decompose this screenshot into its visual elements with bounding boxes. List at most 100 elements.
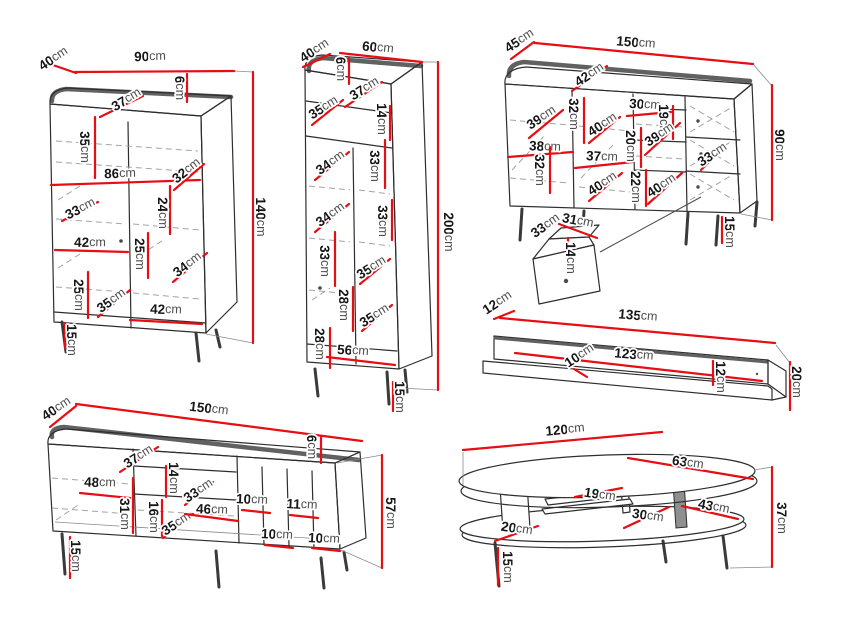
- dim-line-tv-stand-10cm: [310, 546, 342, 553]
- dim-label-display-cabinet-35cm: 35cm: [78, 131, 93, 163]
- dim-line-display-cabinet-33cm: [60, 200, 100, 223]
- dim-label-display-cabinet-6cm: 6cm: [173, 76, 188, 100]
- dim-label-coffee-table-37cm: 37cm: [775, 502, 790, 534]
- dim-label-tv-stand-40cm: 40cm: [39, 393, 74, 423]
- dim-label-display-cabinet-25cm: 25cm: [72, 279, 87, 311]
- dim-line-display-cabinet-42cm: [53, 248, 130, 254]
- dim-label-sideboard-37cm: 37cm: [586, 148, 618, 165]
- dim-label-sideboard-150cm: 150cm: [616, 33, 656, 51]
- dim-label-sideboard-32cm: 32cm: [533, 154, 548, 186]
- dim-line-display-cabinet-37cm: [98, 94, 145, 119]
- dim-line-tall-cabinet-35cm: [358, 257, 392, 286]
- display-cabinet-outline: [49, 70, 254, 363]
- dim-label-coffee-table-19cm: 19cm: [583, 484, 617, 504]
- dim-label-tv-stand-11cm: 11cm: [286, 496, 318, 513]
- dim-line-tall-cabinet-34cm: [313, 150, 351, 182]
- dim-line-tv-stand-10cm: [240, 508, 272, 515]
- dim-line-display-cabinet-34cm: [171, 251, 209, 284]
- dim-label-tall-cabinet-34cm: 34cm: [313, 199, 348, 229]
- dim-label-tall-cabinet-33cm: 33cm: [376, 205, 391, 237]
- dim-label-sideboard-40cm: 40cm: [585, 109, 620, 139]
- dim-line-sideboard-37cm: [573, 160, 635, 170]
- dim-line-sideboard-30cm: [625, 110, 673, 118]
- dim-line-tall-cabinet-37cm: [343, 80, 384, 109]
- dim-line-sideboard-38cm: [506, 150, 575, 159]
- dim-line-wall-shelf-135cm: [498, 316, 777, 345]
- dim-label-tall-cabinet-200cm: 200cm: [442, 212, 457, 251]
- dim-line-display-cabinet-86cm: [49, 178, 202, 187]
- dim-label-tall-cabinet-28cm: 28cm: [337, 289, 352, 321]
- dim-label-display-cabinet-15cm: 15cm: [65, 324, 80, 356]
- dim-line-tv-stand-11cm: [288, 513, 320, 520]
- dim-label-display-cabinet-90cm: 90cm: [134, 48, 166, 64]
- dim-label-tv-stand-6cm: 6cm: [305, 435, 320, 459]
- dim-label-tv-stand-57cm: 57cm: [384, 497, 399, 529]
- dim-label-display-cabinet-35cm: 35cm: [94, 285, 129, 315]
- dim-label-wall-shelf-135cm: 135cm: [618, 306, 658, 324]
- dim-label-tall-cabinet-15cm: 15cm: [393, 381, 408, 413]
- dim-label-sideboard-42cm: 42cm: [572, 59, 607, 89]
- dim-label-tv-stand-46cm: 46cm: [196, 501, 228, 518]
- dim-line-sideboard-40cm: [646, 171, 684, 206]
- dim-label-sideboard-20cm: 20cm: [624, 130, 639, 162]
- coffee-table-outline: [458, 452, 773, 588]
- dim-line-sideboard-39cm: [527, 108, 565, 140]
- dim-line-wall-shelf-12cm: [492, 309, 516, 321]
- dim-label-sideboard-38cm: 38cm: [529, 138, 561, 155]
- dim-line-wall-shelf-123cm: [513, 351, 764, 383]
- dim-label-sideboard-31cm: 31cm: [561, 210, 595, 231]
- dim-label-tv-stand-15cm: 15cm: [69, 540, 84, 572]
- dim-label-sideboard-40cm: 40cm: [644, 170, 679, 200]
- dim-label-tv-stand-14cm: 14cm: [167, 462, 182, 494]
- dim-label-sideboard-33cm: 33cm: [695, 139, 730, 169]
- dim-label-wall-shelf-20cm: 20cm: [790, 366, 805, 398]
- dim-label-display-cabinet-33cm: 33cm: [62, 194, 97, 222]
- dim-label-coffee-table-120cm: 120cm: [545, 420, 585, 438]
- dim-label-display-cabinet-42cm: 42cm: [150, 301, 182, 317]
- dim-label-sideboard-14cm: 14cm: [564, 242, 579, 274]
- dim-label-sideboard-22cm: 22cm: [629, 171, 644, 203]
- dim-line-coffee-table-63cm: [626, 456, 755, 481]
- dim-label-sideboard-40cm: 40cm: [585, 168, 620, 198]
- dim-label-wall-shelf-12cm: 12cm: [714, 361, 729, 393]
- dim-label-display-cabinet-86cm: 86cm: [104, 165, 136, 181]
- dim-line-coffee-table-19cm: [573, 486, 624, 499]
- dim-label-tall-cabinet-14cm: 14cm: [375, 103, 390, 135]
- dim-label-tv-stand-16cm: 16cm: [147, 501, 162, 533]
- dim-label-tv-stand-10cm: 10cm: [261, 526, 293, 543]
- dim-line-tall-cabinet-35cm: [310, 98, 345, 127]
- dim-line-tall-cabinet-40cm: [301, 52, 332, 69]
- dim-label-coffee-table-20cm: 20cm: [500, 518, 534, 538]
- dim-line-sideboard-33cm: [699, 145, 726, 172]
- dim-line-display-cabinet-40cm: [48, 62, 78, 75]
- dim-line-display-cabinet-32cm: [172, 162, 206, 192]
- dim-label-sideboard-19cm: 19cm: [657, 104, 672, 136]
- dim-label-sideboard-45cm: 45cm: [502, 25, 537, 55]
- dim-label-display-cabinet-34cm: 34cm: [170, 248, 204, 279]
- dim-label-tv-stand-35cm: 35cm: [159, 508, 194, 538]
- dim-label-coffee-table-15cm: 15cm: [501, 551, 516, 583]
- dim-line-sideboard-31cm: [557, 222, 599, 240]
- dim-line-sideboard-40cm: [587, 171, 624, 203]
- dim-label-display-cabinet-37cm: 37cm: [109, 84, 144, 113]
- dim-line-tv-stand-33cm: [183, 480, 215, 507]
- dim-label-tall-cabinet-6cm: 6cm: [334, 57, 349, 81]
- dim-label-tall-cabinet-35cm: 35cm: [354, 252, 389, 282]
- dim-label-tall-cabinet-33cm: 33cm: [368, 150, 383, 182]
- dim-line-coffee-table-30cm: [622, 505, 671, 530]
- dim-line-sideboard-33cm: [534, 220, 559, 238]
- dim-line-coffee-table-43cm: [680, 504, 740, 521]
- dim-label-sideboard-15cm: 15cm: [723, 216, 738, 248]
- dim-line-coffee-table-120cm: [461, 430, 664, 452]
- dim-line-sideboard-45cm: [509, 40, 536, 61]
- dim-line-tv-stand-37cm: [118, 445, 160, 474]
- dim-line-tall-cabinet-60cm: [338, 51, 424, 64]
- dim-label-tv-stand-31cm: 31cm: [118, 498, 133, 530]
- dim-line-tv-stand-48cm: [78, 491, 132, 500]
- dim-label-tall-cabinet-56cm: 56cm: [337, 341, 370, 358]
- dim-line-tv-stand-40cm: [48, 404, 78, 429]
- dim-label-coffee-table-63cm: 63cm: [671, 452, 705, 472]
